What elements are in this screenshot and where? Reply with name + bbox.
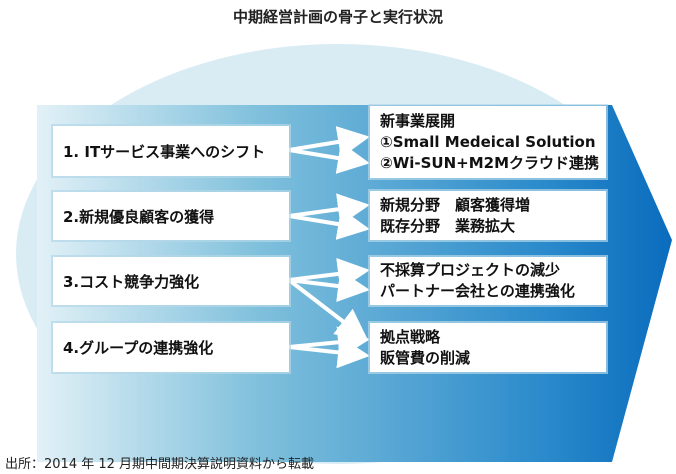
pillar-box-2: 2.新規優良顧客の獲得 [53,192,289,240]
source-footnote: 出所：2014 年 12 月期中間期決算説明資料から転載 [5,457,315,472]
arrow [288,208,370,240]
arrow [288,142,370,174]
arrow [288,193,370,226]
pillar-box-4: 4.グループの連携強化 [53,323,289,372]
pillar-box-3: 3.コスト競争力強化 [53,257,289,305]
diagram-title: 中期経営計画の骨子と実行状況 [232,8,443,26]
pillar-label: 4.グループの連携強化 [63,339,214,357]
result-line: ①Small Medeical Solution [380,132,596,151]
pillar-label: 1. ITサービス事業へのシフト [63,142,266,161]
arrow [288,270,370,302]
pillar-label: 3.コスト競争力強化 [63,272,200,291]
result-line: 新事業展開 [380,111,456,130]
pillar-label: 2.新規優良顧客の獲得 [63,207,215,226]
pillar-box-1: 1. ITサービス事業へのシフト [53,126,289,176]
result-line: 新規分野 顧客獲得増 [380,195,531,214]
result-line: パートナー会社との連携強化 [380,282,575,300]
result-line: 販管費の削減 [380,348,471,367]
result-line: 既存分野 業務拡大 [380,216,516,235]
result-box-4: 拠点戦略 販管費の削減 [370,323,606,372]
result-line: 不採算プロジェクトの減少 [380,261,561,279]
result-line: ②Wi-SUN+M2Mクラウド連携 [380,153,600,172]
result-box-2: 新規分野 顧客獲得増 既存分野 業務拡大 [370,191,606,240]
arrow [288,336,370,369]
result-box-1: 新事業展開 ①Small Medeical Solution ②Wi-SUN+M… [370,106,606,178]
arrow [288,126,370,158]
result-box-3: 不採算プロジェクトの減少 パートナー会社との連携強化 [370,257,606,305]
result-line: 拠点戦略 [380,327,441,346]
arrows [287,126,370,369]
